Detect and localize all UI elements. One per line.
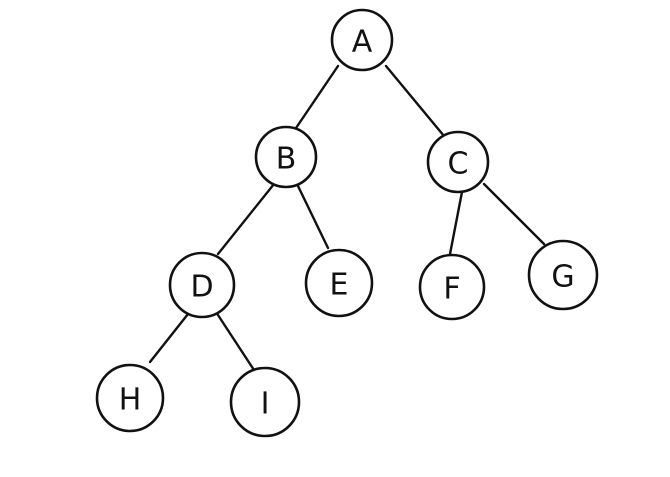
node-b: B xyxy=(254,125,318,189)
node-h-circle xyxy=(95,363,165,433)
node-g-label: G xyxy=(551,260,574,295)
node-e-label: E xyxy=(330,268,349,303)
node-d-circle xyxy=(168,251,236,319)
node-c-label: C xyxy=(448,147,469,182)
nodes-layer: A B C D E F G xyxy=(95,8,599,438)
node-e: E xyxy=(304,248,374,318)
node-f-label: F xyxy=(443,272,460,307)
node-f-circle xyxy=(418,253,486,321)
node-f: F xyxy=(418,253,486,321)
node-i: I xyxy=(229,366,301,438)
node-h: H xyxy=(95,363,165,433)
node-c-circle xyxy=(426,130,490,194)
node-a: A xyxy=(330,8,394,72)
node-a-circle xyxy=(330,8,394,72)
node-h-label: H xyxy=(119,383,142,418)
node-a-label: A xyxy=(352,25,373,60)
edge-b-d xyxy=(216,182,276,256)
edge-a-c xyxy=(384,64,446,138)
node-g-circle xyxy=(527,239,599,311)
node-e-circle xyxy=(304,248,374,318)
node-d-label: D xyxy=(190,270,213,305)
edge-c-f xyxy=(448,190,464,256)
edges-layer xyxy=(148,64,546,372)
node-b-label: B xyxy=(276,142,297,177)
node-b-circle xyxy=(254,125,318,189)
edge-c-g xyxy=(482,182,546,246)
edge-d-i xyxy=(214,310,256,372)
node-g: G xyxy=(527,239,599,311)
node-c: C xyxy=(426,130,490,194)
edge-d-h xyxy=(148,312,190,364)
node-d: D xyxy=(168,251,236,319)
node-i-circle xyxy=(229,366,301,438)
node-i-label: I xyxy=(261,387,270,422)
edge-a-b xyxy=(294,64,340,130)
edge-b-e xyxy=(296,184,330,250)
